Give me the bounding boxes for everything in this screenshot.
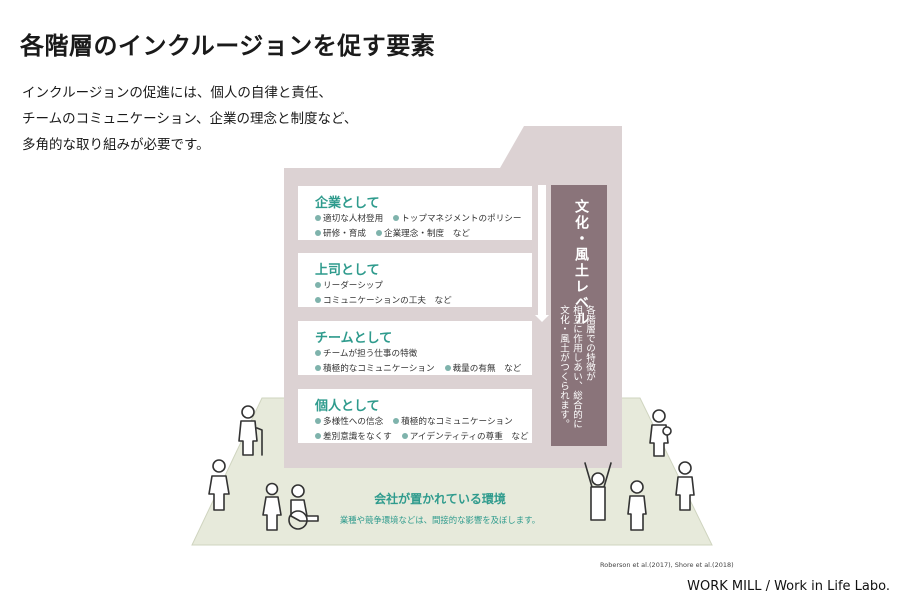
bullet-dot-icon [315, 350, 321, 356]
level-items-line: 差別意識をなくす アイデンティティの尊重 など [315, 430, 529, 442]
list-item-label: チームが担う仕事の特徴 [323, 349, 418, 359]
brand-credit: WORK MILL / Work in Life Labo. [687, 579, 890, 594]
level-card-manager: 上司として リーダーシップ コミュニケーションの工夫 など [298, 253, 532, 307]
environment-description: 業種や競争環境などは、間接的な影響を及ぼします。 [339, 515, 541, 525]
person-with-child-icon [649, 409, 672, 457]
bullet-dot-icon [375, 230, 382, 236]
intro-text: インクルージョンの促進には、個人の自律と責任、 チームのコミュニケーション、企業… [22, 80, 357, 158]
list-item: リーダーシップ [315, 281, 383, 291]
level-items-line: 多様性への信念 積極的なコミュニケーション [315, 415, 513, 427]
reference-citation: Roberson et al.(2017), Shore et al.(2018… [600, 561, 734, 569]
bullet-dot-icon [393, 215, 400, 221]
intro-line: インクルージョンの促進には、個人の自律と責任、 [22, 85, 332, 101]
person-elderly-icon [238, 405, 263, 456]
bullet-dot-icon [444, 365, 451, 371]
list-item: チームが担う仕事の特徴 [315, 349, 417, 359]
person-standing-icon [262, 482, 282, 531]
culture-desc-line: 文化・風土がつくられます。 [558, 305, 569, 429]
list-item-label: 企業理念・制度 など [383, 229, 470, 239]
level-items-line: 積極的なコミュニケーション 裁量の有無 など [315, 362, 521, 374]
list-item: 研修・育成 [315, 229, 366, 239]
culture-desc-line: 各階層での特徴が [584, 305, 595, 381]
bullet-dot-icon [401, 433, 408, 439]
list-item: コミュニケーションの工夫 など [315, 296, 452, 306]
list-item: 裁量の有無 など [444, 364, 522, 374]
list-item: 差別意識をなくす [315, 432, 392, 442]
bullet-dot-icon [315, 433, 321, 439]
level-card-individual: 個人として 多様性への信念 積極的なコミュニケーション 差別意識をなくす アイデンテ… [298, 389, 532, 443]
list-item: アイデンティティの尊重 など [401, 432, 529, 442]
page-title: 各階層のインクルージョンを促す要素 [20, 32, 436, 60]
bullet-dot-icon [315, 365, 321, 371]
level-heading: チームとして [315, 331, 393, 346]
list-item: トップマネジメントのポリシー [393, 214, 522, 224]
level-items-line: 適切な人材登用 トップマネジメントのポリシー [315, 212, 522, 224]
arrow-shape [535, 185, 549, 322]
person-woman-icon [208, 459, 230, 511]
wheelchair-user-icon [288, 484, 319, 530]
environment-title: 会社が置かれている環境 [374, 492, 506, 506]
culture-description: 各階層での特徴が 相互に作用しあい、総合的に 文化・風土がつくられます。 [557, 305, 596, 429]
bullet-dot-icon [393, 418, 400, 424]
level-items-line: 研修・育成 企業理念・制度 など [315, 227, 470, 239]
bullet-dot-icon [315, 297, 321, 303]
level-card-team: チームとして チームが担う仕事の特徴 積極的なコミュニケーション 裁量の有無 など [298, 321, 532, 375]
person-standing-icon [627, 480, 647, 531]
list-item: 積極的なコミュニケーション [393, 417, 513, 427]
list-item-label: 多様性への信念 [323, 417, 384, 427]
bullet-dot-icon [315, 215, 321, 221]
person-cheering-icon [584, 462, 612, 521]
list-item-label: 積極的なコミュニケーション [323, 364, 435, 374]
list-item: 積極的なコミュニケーション [315, 364, 435, 374]
list-item-label: 差別意識をなくす [323, 432, 392, 442]
level-card-company: 企業として 適切な人材登用 トップマネジメントのポリシー 研修・育成 企業理念・制度… [298, 186, 532, 240]
list-item: 適切な人材登用 [315, 214, 383, 224]
list-item-label: コミュニケーションの工夫 など [323, 296, 452, 306]
list-item-label: 研修・育成 [323, 229, 366, 239]
level-items-line: リーダーシップ [315, 279, 383, 291]
culture-desc-line: 相互に作用しあい、総合的に [571, 305, 582, 429]
list-item-label: 適切な人材登用 [323, 214, 384, 224]
person-standing-icon [675, 461, 695, 511]
list-item: 企業理念・制度 など [375, 229, 470, 239]
list-item: 多様性への信念 [315, 417, 383, 427]
intro-line: チームのコミュニケーション、企業の理念と制度など、 [22, 111, 358, 127]
bullet-dot-icon [315, 418, 321, 424]
level-heading: 企業として [315, 196, 380, 211]
bullet-dot-icon [315, 230, 321, 236]
list-item-label: 積極的なコミュニケーション [401, 417, 513, 427]
level-heading: 個人として [315, 399, 380, 414]
intro-line: 多角的な取り組みが必要です。 [22, 137, 210, 153]
list-item-label: アイデンティティの尊重 など [409, 432, 529, 442]
culture-title: 文化・風土レベル [573, 199, 589, 327]
list-item-label: トップマネジメントのポリシー [401, 214, 522, 224]
level-items-line: チームが担う仕事の特徴 [315, 347, 417, 359]
list-item-label: 裁量の有無 など [452, 364, 522, 374]
bullet-dot-icon [315, 282, 321, 288]
culture-level-column: 文化・風土レベル 各階層での特徴が 相互に作用しあい、総合的に 文化・風土がつく… [551, 185, 607, 446]
list-item-label: リーダーシップ [323, 281, 383, 291]
level-items-line: コミュニケーションの工夫 など [315, 294, 452, 306]
level-heading: 上司として [315, 263, 380, 278]
